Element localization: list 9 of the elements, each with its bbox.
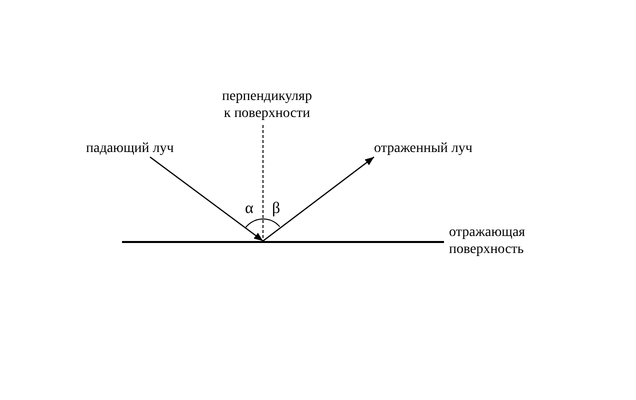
diagram-label: отражающая поверхность — [449, 224, 526, 258]
diagram-label: падающий луч — [86, 140, 175, 157]
angle-label: β — [272, 200, 280, 218]
ray-arrow — [262, 156, 374, 242]
ray-arrow — [150, 156, 264, 242]
diagram-label: перпендикуляр к поверхности — [222, 88, 312, 122]
diagram-label: отраженный луч — [374, 140, 474, 157]
angle-label: α — [245, 200, 254, 218]
reflecting-surface-line — [122, 241, 444, 243]
